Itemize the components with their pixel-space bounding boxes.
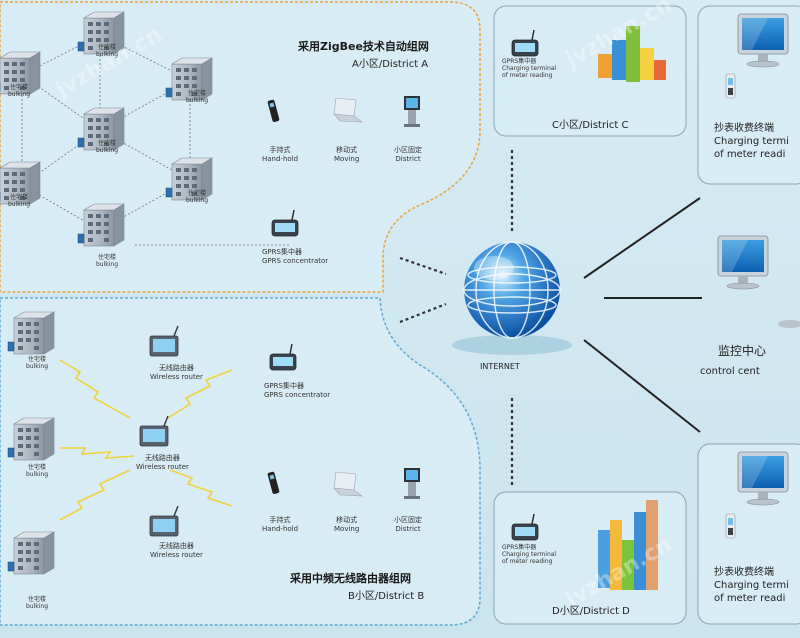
city-buildings-icon (598, 26, 666, 82)
control-center-label: 监控中心 (718, 344, 767, 358)
building-icon (7, 311, 55, 355)
building-icon (7, 417, 55, 461)
district-b-subtitle: B小区/District B (348, 591, 425, 602)
wireless-signal-lines (59, 359, 233, 521)
bar-buildings-icon (598, 500, 658, 590)
building-icon (77, 203, 125, 247)
district-b-title: 采用中频无线路由器组网 (290, 572, 411, 585)
district-d-subtitle: D小区/District D (552, 606, 630, 617)
mouse-icon (778, 320, 800, 328)
building-icon (7, 531, 55, 575)
card-reader-icon (725, 73, 736, 99)
internet-solid-links (583, 197, 702, 433)
district-a-title: 采用ZigBee技术自动组网 (298, 40, 429, 53)
terminal-bottom-label: 抄表收费终端 Charging termi of meter readi (714, 567, 789, 604)
control-center-monitor-icon (717, 235, 769, 290)
district-a-subtitle: A小区/District A (352, 59, 429, 70)
internet-globe-icon (452, 241, 572, 355)
card-reader-icon (725, 513, 736, 539)
terminal-top-label: 抄表收费终端 Charging termi of meter readi (714, 123, 789, 160)
district-b-panel (0, 297, 481, 626)
district-c-subtitle: C小区/District C (552, 120, 629, 131)
internet-dashed-links (399, 150, 514, 488)
control-center-en-label: control cent (700, 366, 760, 377)
internet-label: INTERNET (480, 362, 520, 371)
